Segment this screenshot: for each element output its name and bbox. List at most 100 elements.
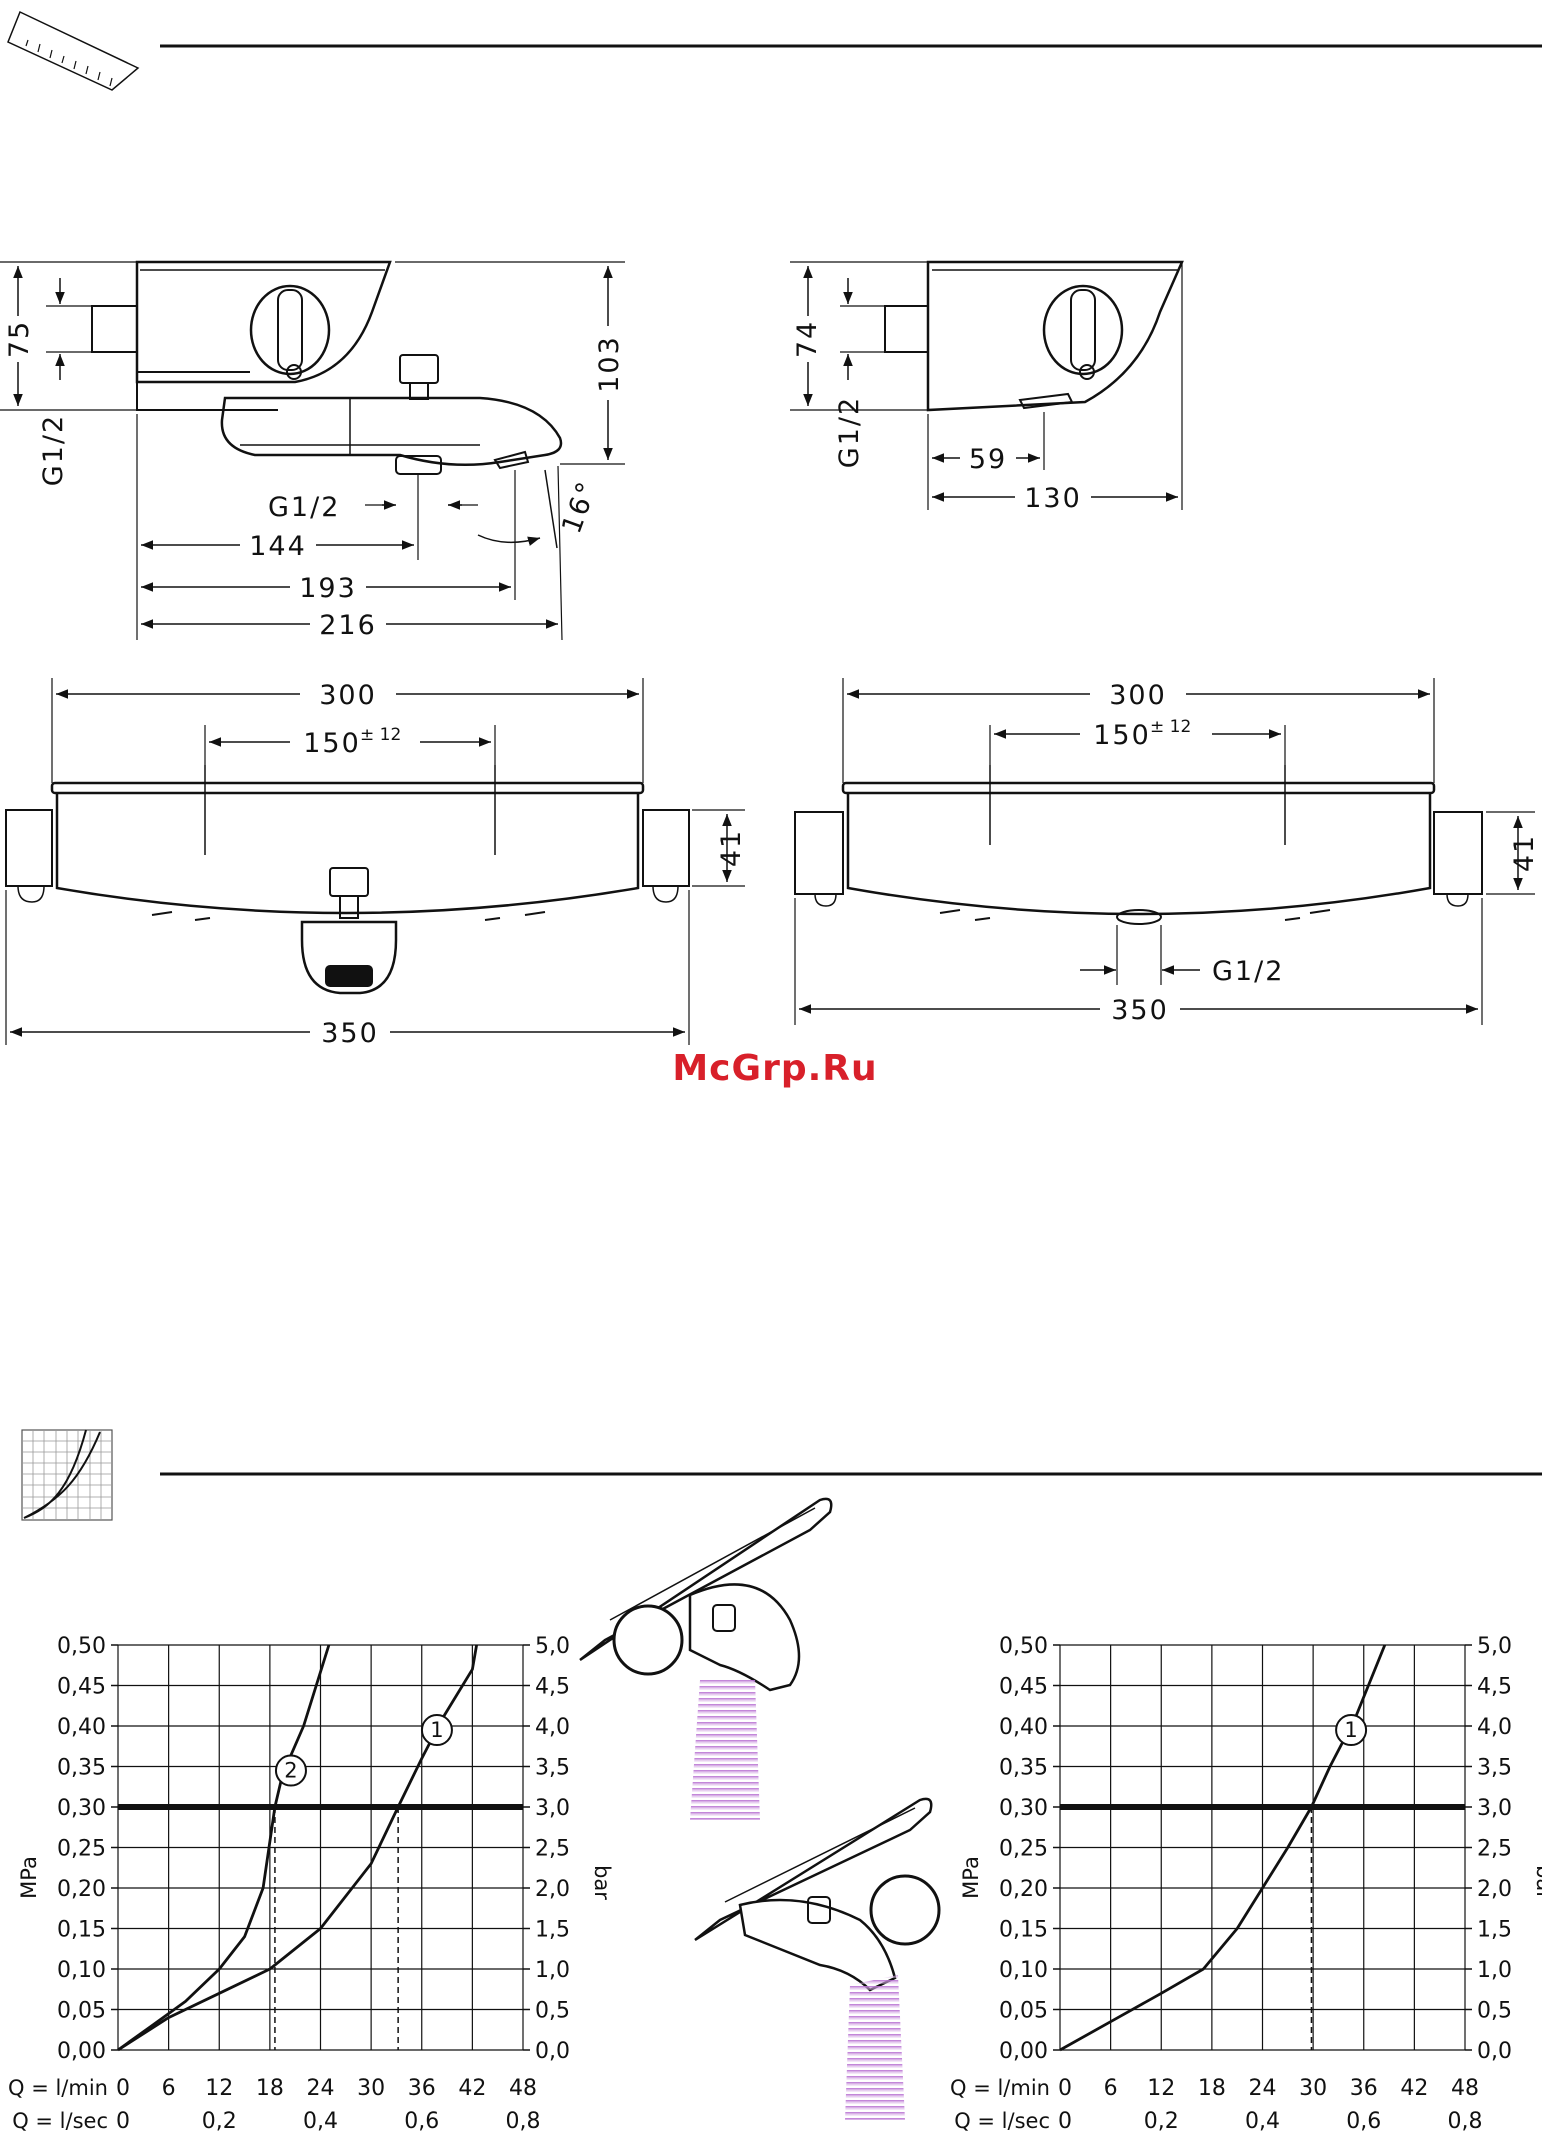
y-tick-label: 0,10	[999, 1958, 1048, 1983]
y2-tick-label: 2,0	[1477, 1877, 1512, 1902]
dim-shower-front-width-body: 300	[1109, 680, 1167, 711]
series-marker-2	[274, 1754, 307, 1787]
y-tick-label: 0,45	[999, 1675, 1048, 1700]
front-view-bath-labels: 300 150 ± 12 41 350	[290, 678, 747, 1049]
y-tick-label: 0,35	[57, 1756, 106, 1781]
y2-tick-label: 1,5	[1477, 1918, 1512, 1943]
y2-tick-label: 5,0	[535, 1634, 570, 1659]
watermark: McGrp.Ru	[672, 1048, 877, 1089]
series-marker-1	[1335, 1714, 1368, 1747]
dim-shower-depth-total: 130	[1024, 483, 1082, 514]
y2-tick-label: 0,0	[1477, 2039, 1512, 2064]
y-tick-label: 0,05	[57, 1999, 106, 2024]
dim-shower-thread-outlet: G1/2	[1212, 956, 1284, 987]
x2-axis-title: Q = l/sec	[954, 2109, 1050, 2133]
y2-tick-label: 4,0	[535, 1715, 570, 1740]
dim-depth-total: 216	[319, 610, 377, 641]
y-tick-label: 0,20	[57, 1877, 106, 1902]
y2-tick-label: 0,0	[535, 2039, 570, 2064]
dim-shower-height-left: 74	[792, 320, 823, 358]
y-tick-label: 0,30	[57, 1796, 106, 1821]
y-tick-label: 0,15	[57, 1918, 106, 1943]
x-axis-title: Q = l/min	[8, 2076, 108, 2100]
series-marker-1	[420, 1714, 453, 1747]
front-view-shower-mixer	[794, 765, 1483, 925]
x-tick-label: 12	[1147, 2076, 1175, 2101]
x-tick-label: 42	[1400, 2076, 1428, 2101]
side-view-shower-mixer	[884, 260, 1184, 412]
x-tick-label: 30	[357, 2076, 385, 2101]
flow-chart-icon	[21, 1429, 113, 1521]
dim-height-total: 103	[594, 335, 625, 393]
y2-axis-title: bar	[1532, 1865, 1542, 1900]
dim-shower-front-width-total: 350	[1111, 995, 1169, 1026]
x-tick-label: 0	[116, 2076, 130, 2101]
y2-tick-label: 0,5	[535, 1999, 570, 2024]
series-line-2	[117, 1644, 331, 2052]
y-tick-label: 0,45	[57, 1675, 106, 1700]
x-tick-label: 0	[1058, 2076, 1072, 2101]
dim-front-width-total: 350	[321, 1018, 379, 1049]
y2-tick-label: 4,0	[1477, 1715, 1512, 1740]
y-tick-label: 0,40	[999, 1715, 1048, 1740]
y2-tick-label: 3,5	[1477, 1756, 1512, 1781]
x-tick-label: 48	[1451, 2076, 1479, 2101]
y2-tick-label: 3,0	[535, 1796, 570, 1821]
y2-tick-label: 2,0	[535, 1877, 570, 1902]
x2-tick-label: 0,8	[1448, 2109, 1483, 2134]
x-tick-label: 48	[509, 2076, 537, 2101]
ruler-icon	[7, 10, 140, 91]
x2-tick-label: 0,6	[1346, 2109, 1381, 2134]
x-tick-label: 6	[162, 2076, 176, 2101]
x2-axis-title: Q = l/sec	[12, 2109, 108, 2133]
series-marker-label-1: 1	[430, 1718, 443, 1742]
y2-tick-label: 4,5	[1477, 1675, 1512, 1700]
bath-selector-knob	[612, 1604, 684, 1676]
y-axis-title: MPa	[17, 1856, 41, 1899]
y-tick-label: 0,15	[999, 1918, 1048, 1943]
x-tick-label: 24	[1249, 2076, 1277, 2101]
series-line-1	[117, 1644, 478, 2052]
y-tick-label: 0,20	[999, 1877, 1048, 1902]
series-marker-label-2: 2	[284, 1759, 297, 1783]
shower-selector-knob	[869, 1874, 941, 1946]
y-tick-label: 0,25	[999, 1837, 1048, 1862]
y2-tick-label: 1,5	[535, 1918, 570, 1943]
y2-axis-title: bar	[590, 1865, 614, 1900]
x-tick-label: 42	[458, 2076, 486, 2101]
y-tick-label: 0,35	[999, 1756, 1048, 1781]
dim-front-centers-tol: ± 12	[360, 725, 401, 745]
x2-tick-label: 0,4	[1245, 2109, 1280, 2134]
y2-tick-label: 1,0	[1477, 1958, 1512, 1983]
y-tick-label: 0,30	[999, 1796, 1048, 1821]
x2-tick-label: 0,4	[303, 2109, 338, 2134]
series-marker-label-1: 1	[1344, 1718, 1357, 1742]
x2-tick-label: 0,8	[506, 2109, 541, 2134]
y2-tick-label: 1,0	[535, 1958, 570, 1983]
y-tick-label: 0,00	[57, 2039, 106, 2064]
x-tick-label: 30	[1299, 2076, 1327, 2101]
x-tick-label: 6	[1104, 2076, 1118, 2101]
dim-thread-spout: G1/2	[268, 492, 340, 523]
dim-shower-depth-outlet: 59	[969, 444, 1007, 475]
front-view-bath-mixer	[5, 765, 690, 995]
x-tick-label: 18	[256, 2076, 284, 2101]
dim-front-centers: 150	[303, 728, 361, 759]
dim-shower-front-centers-tol: ± 12	[1150, 717, 1191, 737]
x-tick-label: 36	[1350, 2076, 1378, 2101]
dim-front-height: 41	[716, 829, 747, 867]
x2-tick-label: 0	[1058, 2109, 1072, 2134]
y2-tick-label: 5,0	[1477, 1634, 1512, 1659]
y-tick-label: 0,50	[999, 1634, 1048, 1659]
x2-tick-label: 0	[116, 2109, 130, 2134]
x-axis-title: Q = l/min	[950, 2076, 1050, 2100]
side-view-shower-labels: 74 G1/2 59 130	[792, 316, 1091, 514]
dim-depth-spout-tip: 193	[299, 573, 357, 604]
x2-tick-label: 0,2	[1144, 2109, 1179, 2134]
dim-shower-front-centers: 150	[1093, 720, 1151, 751]
y2-tick-label: 2,5	[1477, 1837, 1512, 1862]
y2-tick-label: 0,5	[1477, 1999, 1512, 2024]
dim-height-left: 75	[4, 320, 35, 358]
